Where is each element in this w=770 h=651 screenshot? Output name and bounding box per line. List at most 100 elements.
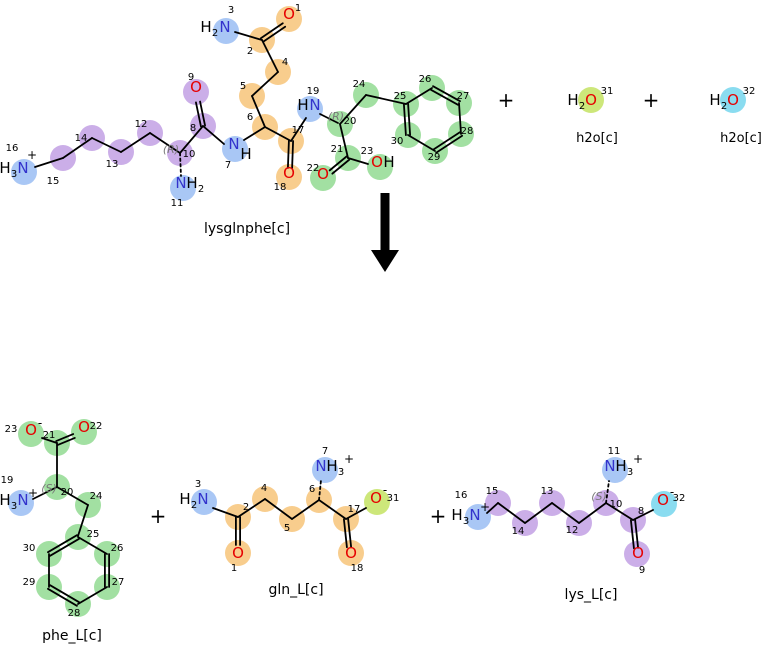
- bond-double: [432, 85, 461, 103]
- bond-single: [632, 509, 654, 521]
- bond-double: [49, 537, 80, 557]
- bond-single: [318, 499, 347, 520]
- bond-single: [290, 117, 307, 142]
- plus-sign: +: [643, 88, 660, 112]
- bond-single: [578, 502, 607, 524]
- atom-highlight-cyan: [720, 87, 746, 113]
- atom-text: 9: [188, 72, 194, 83]
- atom-text: 30: [391, 136, 404, 147]
- atom-text: 4: [282, 57, 288, 68]
- bond-double: [328, 155, 348, 172]
- atom-text: 3: [463, 516, 469, 527]
- atom-highlight-blue: [602, 457, 628, 483]
- atom-text: 5: [240, 81, 246, 92]
- bond-double: [347, 517, 352, 548]
- atom-text: -: [670, 485, 674, 499]
- atom-text: O: [25, 421, 37, 439]
- bond-single: [551, 502, 580, 524]
- atom-text: 3: [228, 5, 234, 16]
- atom-text: (R): [328, 110, 344, 123]
- atom-text: N: [197, 490, 208, 508]
- bond-single: [264, 498, 293, 520]
- atom-text: 2: [198, 184, 204, 195]
- atom-text: 6: [247, 112, 253, 123]
- atom-text: 11: [171, 198, 184, 209]
- atom-highlight-ygreen: [364, 489, 390, 515]
- atom-text: 30: [23, 543, 36, 554]
- atom-text: O: [727, 91, 739, 109]
- atom-highlight-blue: [312, 457, 338, 483]
- bond-double: [403, 103, 407, 137]
- bond-double: [435, 134, 464, 154]
- atom-text: N: [309, 96, 320, 114]
- atom-text: H: [451, 506, 462, 524]
- atom-text: 2: [579, 101, 585, 112]
- atom-text: 4: [261, 483, 267, 494]
- atom-text: 15: [486, 486, 499, 497]
- atom-highlight-green: [71, 419, 97, 445]
- bond-single: [405, 87, 433, 105]
- atom-highlight-blue: [222, 136, 248, 162]
- bond-double: [262, 25, 287, 43]
- atom-highlight-green: [18, 421, 44, 447]
- atom-text: 20: [344, 116, 357, 127]
- atom-text: O: [317, 165, 329, 183]
- atom-text: +: [27, 148, 37, 162]
- bond-single: [291, 499, 320, 520]
- atom-text: N: [228, 135, 239, 153]
- substrate-label: lysglnphe[c]: [203, 221, 291, 237]
- atom-text: N: [469, 506, 480, 524]
- bond-single: [34, 157, 64, 168]
- atom-text: O: [657, 491, 669, 509]
- atom-text: 32: [673, 493, 686, 504]
- atom-text: O: [370, 489, 382, 507]
- atom-text: H: [186, 174, 197, 192]
- atom-text: 27: [112, 577, 125, 588]
- water1-label: h2o[c]: [576, 131, 618, 146]
- water2-label: h2o[c]: [720, 131, 762, 146]
- atom-text: 10: [610, 499, 623, 510]
- atom-text: O: [345, 544, 357, 562]
- bond-hash: [605, 480, 610, 504]
- bond-double: [47, 587, 78, 607]
- atom-text: 13: [541, 486, 554, 497]
- atom-text: 12: [135, 119, 148, 130]
- atom-text: 23: [5, 424, 18, 435]
- bond-single: [251, 95, 266, 128]
- atom-text: H: [383, 153, 394, 171]
- bond-single: [202, 125, 225, 145]
- atom-text: 21: [331, 144, 344, 155]
- bond-double: [430, 88, 459, 106]
- atom-text: O: [632, 544, 644, 562]
- atom-highlight-orange: [338, 540, 364, 566]
- atom-text: N: [17, 159, 28, 177]
- molecule-lysglnphe: 1234567891011121314151617181920212223242…: [0, 3, 474, 209]
- bond-single: [77, 586, 108, 605]
- bond-double: [432, 131, 461, 151]
- atom-highlight-blue: [191, 489, 217, 515]
- bond-double: [291, 140, 294, 169]
- bond-single: [91, 137, 122, 153]
- atom-text: 7: [225, 160, 231, 171]
- atom-text: 10: [183, 149, 196, 160]
- atom-highlight-orange: [225, 540, 251, 566]
- atom-text: 24: [353, 79, 366, 90]
- atom-text: 3: [11, 501, 17, 512]
- bond-double: [49, 584, 80, 604]
- atom-text: 2: [191, 500, 197, 511]
- atom-text: 23: [361, 146, 374, 157]
- atom-text: 18: [274, 182, 287, 193]
- bond-single: [32, 486, 58, 500]
- atom-text: 19: [307, 86, 320, 97]
- bond-single: [77, 536, 108, 555]
- bond-single: [347, 157, 369, 165]
- atom-text: N: [219, 18, 230, 36]
- atom-text: -: [38, 416, 42, 430]
- bond-single: [243, 126, 266, 141]
- atom-text: 26: [419, 74, 432, 85]
